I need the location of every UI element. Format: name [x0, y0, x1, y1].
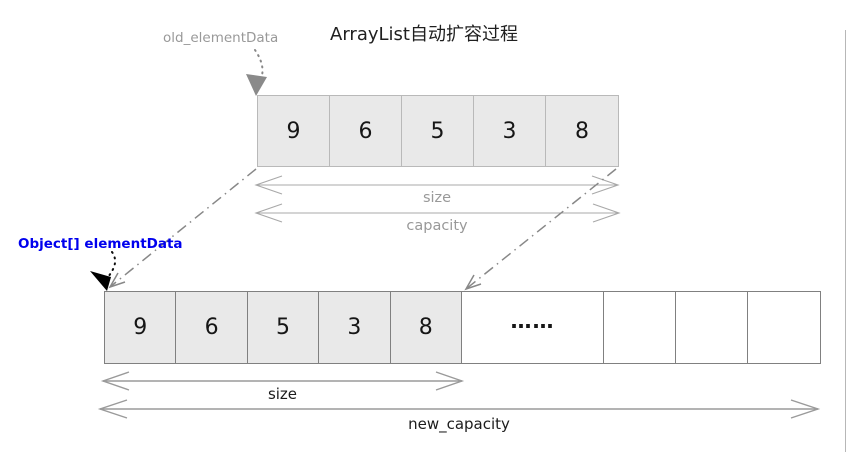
- array-cell: 3: [474, 96, 546, 166]
- new-size-label: size: [267, 385, 298, 403]
- array-cell: 5: [247, 292, 320, 363]
- elementdata-label: Object[] elementData: [18, 236, 183, 252]
- page-title: ArrayList自动扩容过程: [330, 24, 518, 45]
- old-array: 9 6 5 3 8: [257, 95, 619, 167]
- old-capacity-label: capacity: [406, 218, 468, 234]
- array-cell: 8: [390, 292, 462, 363]
- ellipsis-text: ……: [510, 308, 555, 333]
- diagram-title-row: ArrayList自动扩容过程: [0, 20, 848, 46]
- old-size-label: size: [422, 190, 452, 206]
- new-capacity-label: new_capacity: [408, 415, 510, 433]
- empty-cell: [747, 292, 819, 363]
- array-cell: 3: [319, 292, 391, 363]
- array-cell: 6: [330, 96, 402, 166]
- new-pointer-arrow: [90, 251, 116, 291]
- ellipsis-cell: ……: [461, 292, 604, 363]
- page-frame-border: [845, 30, 846, 452]
- array-cell: 9: [105, 292, 177, 363]
- copy-connector-left: [108, 168, 257, 289]
- old-elementdata-label: old_elementData: [163, 30, 279, 46]
- array-cell: 6: [176, 292, 248, 363]
- array-cell: 5: [402, 96, 474, 166]
- old-pointer-arrow: [246, 49, 267, 96]
- array-cell: 9: [258, 96, 330, 166]
- empty-cell: [603, 292, 676, 363]
- array-cell: 8: [546, 96, 618, 166]
- new-array: 9 6 5 3 8 ……: [104, 291, 821, 364]
- empty-cell: [675, 292, 748, 363]
